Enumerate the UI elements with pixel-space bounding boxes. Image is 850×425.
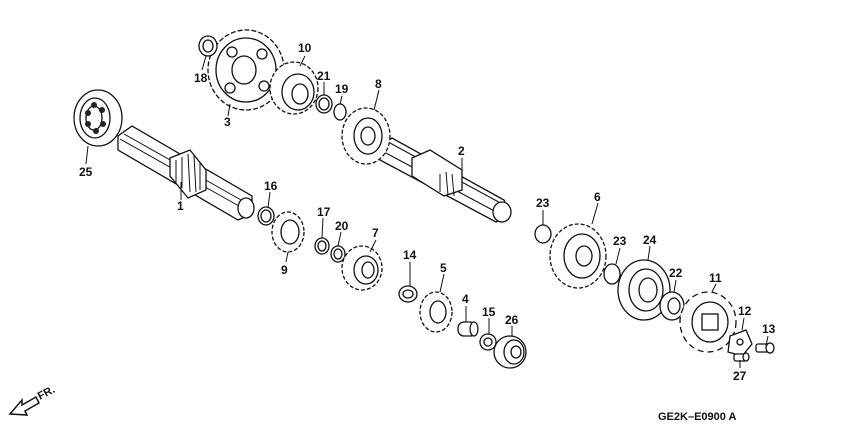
front-arrow-icon bbox=[8, 395, 40, 416]
callout-1: 1 bbox=[177, 199, 184, 213]
part-washer-16 bbox=[257, 206, 275, 226]
front-label: FR. bbox=[36, 384, 57, 403]
part-bearing-25 bbox=[73, 89, 123, 147]
callout-25: 25 bbox=[79, 165, 93, 179]
callout-24: 24 bbox=[643, 233, 657, 247]
part-plate-12 bbox=[727, 329, 753, 357]
part-clip-23a bbox=[534, 224, 552, 244]
part-washer-18 bbox=[198, 35, 218, 57]
callout-19: 19 bbox=[335, 82, 349, 96]
part-sprocket-11 bbox=[679, 291, 737, 353]
part-bushing-4 bbox=[457, 321, 479, 337]
callout-26: 26 bbox=[505, 313, 519, 327]
part-gear-3 bbox=[207, 29, 285, 111]
callout-2: 2 bbox=[458, 144, 465, 158]
front-direction-indicator: FR. bbox=[8, 384, 57, 416]
part-collar-22 bbox=[659, 291, 685, 321]
callout-14: 14 bbox=[403, 248, 417, 262]
callout-16: 16 bbox=[264, 179, 278, 193]
part-washer-17 bbox=[314, 237, 330, 255]
part-bearing-26 bbox=[493, 335, 527, 369]
part-washer-15 bbox=[479, 333, 497, 351]
part-bearing-24 bbox=[617, 259, 671, 321]
part-washer-19 bbox=[333, 103, 347, 121]
part-gear-5 bbox=[419, 291, 453, 333]
callout-22: 22 bbox=[669, 266, 683, 280]
callout-6: 6 bbox=[594, 190, 601, 204]
part-mainshaft-1 bbox=[117, 125, 255, 221]
callout-13: 13 bbox=[762, 322, 776, 336]
part-washer-14 bbox=[398, 285, 418, 303]
callout-12: 12 bbox=[738, 304, 752, 318]
callout-labels: 1 2 3 4 5 6 7 8 9 10 11 12 13 14 15 16 1… bbox=[79, 41, 776, 383]
callout-8: 8 bbox=[375, 77, 382, 91]
callout-18: 18 bbox=[194, 71, 208, 85]
callout-3: 3 bbox=[224, 115, 231, 129]
callout-23b: 23 bbox=[613, 234, 627, 248]
callout-23a: 23 bbox=[536, 196, 550, 210]
callout-11: 11 bbox=[709, 271, 722, 285]
part-bolt-27 bbox=[733, 352, 750, 362]
callout-7: 7 bbox=[372, 226, 379, 240]
part-gear-7 bbox=[341, 245, 383, 291]
part-clip-23b bbox=[603, 263, 621, 285]
part-clip-20 bbox=[330, 245, 346, 263]
part-countershaft-2 bbox=[377, 137, 512, 223]
callout-9: 9 bbox=[281, 263, 288, 277]
part-gear-9 bbox=[271, 211, 305, 253]
part-clip-21 bbox=[315, 94, 333, 114]
diagram-code: GE2K–E0900 A bbox=[658, 411, 737, 423]
callout-20: 20 bbox=[335, 219, 349, 233]
callout-17: 17 bbox=[317, 205, 331, 219]
callout-5: 5 bbox=[440, 261, 447, 275]
part-gear-6 bbox=[549, 223, 607, 289]
callout-21: 21 bbox=[317, 69, 331, 83]
callout-4: 4 bbox=[462, 292, 469, 306]
part-gear-10 bbox=[269, 61, 319, 115]
callout-27: 27 bbox=[733, 369, 747, 383]
part-gear-8 bbox=[341, 107, 391, 165]
callout-10: 10 bbox=[298, 41, 312, 55]
part-bolt-13 bbox=[755, 342, 775, 354]
leader-lines bbox=[85, 55, 769, 368]
callout-15: 15 bbox=[482, 305, 496, 319]
